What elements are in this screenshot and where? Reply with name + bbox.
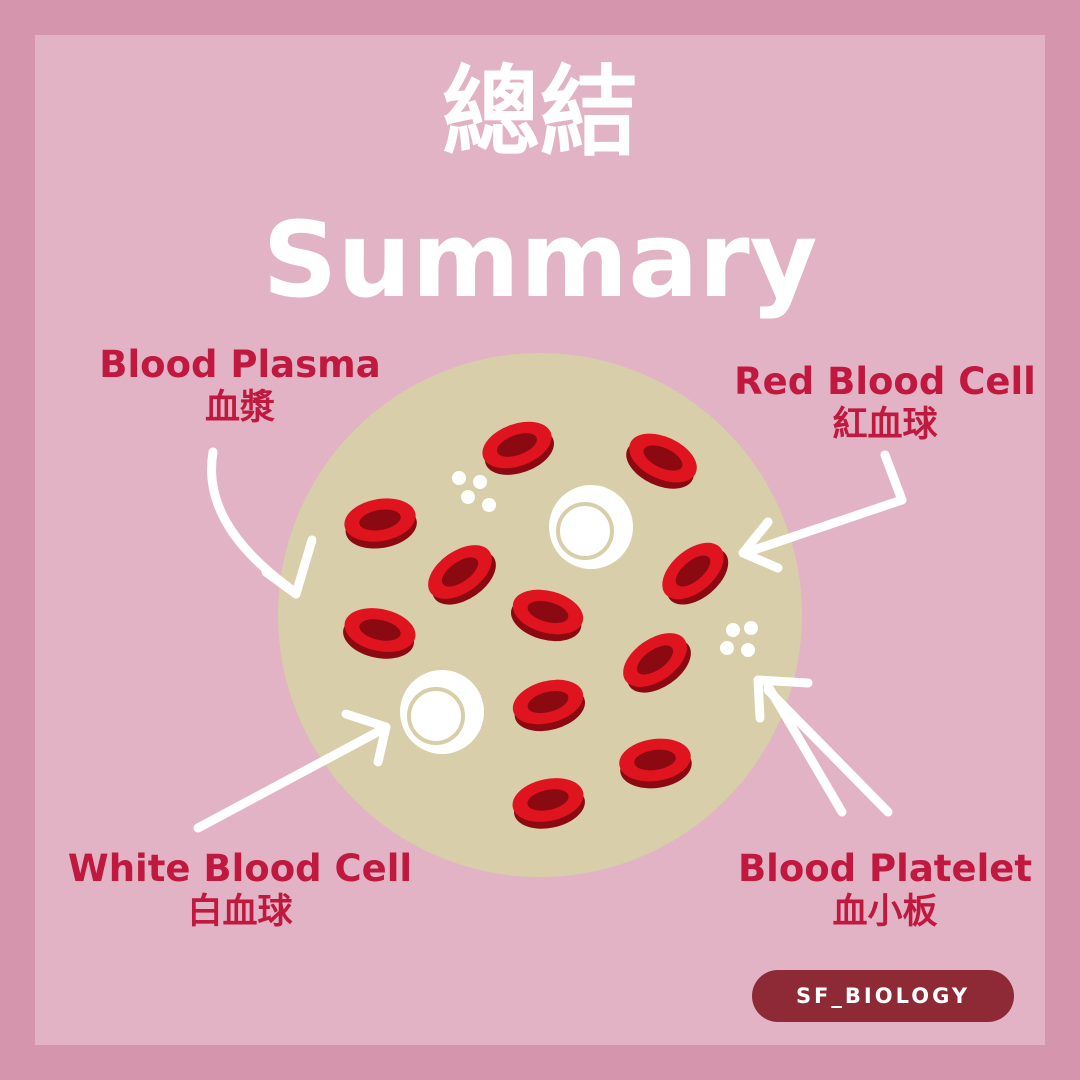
red-blood-cell <box>623 633 691 693</box>
red-blood-cell <box>343 608 416 659</box>
label-blood-plasma-zh: 血漿 <box>204 388 275 428</box>
label-blood-platelet-en: Blood Platelet <box>737 847 1033 890</box>
red-blood-cell <box>512 679 586 732</box>
label-red-blood-cell-zh: 紅血球 <box>832 405 938 445</box>
platelet-arrow-2 <box>763 681 847 817</box>
platelet-arrow <box>763 685 893 817</box>
white-blood-cell <box>400 670 484 754</box>
label-white-blood-cell: White Blood Cell 白血球 <box>50 847 430 933</box>
label-red-blood-cell-en: Red Blood Cell <box>734 360 1036 403</box>
platelet-cluster <box>720 621 758 657</box>
platelet-arrow-head <box>753 675 813 723</box>
label-red-blood-cell: Red Blood Cell 紅血球 <box>715 360 1055 446</box>
white-blood-cell <box>549 485 633 569</box>
red-blood-cell <box>482 421 554 475</box>
white-blood-cells <box>400 485 633 754</box>
label-blood-platelet: Blood Platelet 血小板 <box>715 847 1055 933</box>
plasma-arrow <box>207 447 297 595</box>
platelet-cluster <box>452 471 496 512</box>
wbc-arrow <box>193 723 390 833</box>
red-blood-cell <box>344 498 417 549</box>
red-blood-cell <box>626 433 697 489</box>
label-blood-platelet-zh: 血小板 <box>832 892 938 932</box>
wbc-arrow-head <box>341 709 391 767</box>
red-blood-cell <box>428 545 496 605</box>
rbc-arrow-head <box>738 517 783 573</box>
platelets <box>452 471 758 657</box>
red-blood-cell <box>619 738 692 789</box>
red-blood-cell <box>662 542 729 605</box>
red-blood-cell <box>512 778 585 829</box>
red-blood-cell <box>510 589 584 642</box>
label-white-blood-cell-en: White Blood Cell <box>67 847 413 890</box>
label-blood-plasma: Blood Plasma 血漿 <box>80 343 400 429</box>
red-blood-cells <box>343 421 729 829</box>
label-blood-plasma-en: Blood Plasma <box>99 343 381 386</box>
title-chinese: 總結 <box>441 56 638 170</box>
rbc-arrow <box>740 450 907 558</box>
plasma-arrow-head <box>261 535 317 599</box>
brand-badge: SF_BIOLOGY <box>752 970 1014 1022</box>
label-white-blood-cell-zh: 白血球 <box>187 892 293 932</box>
title-english: Summary <box>262 199 818 321</box>
